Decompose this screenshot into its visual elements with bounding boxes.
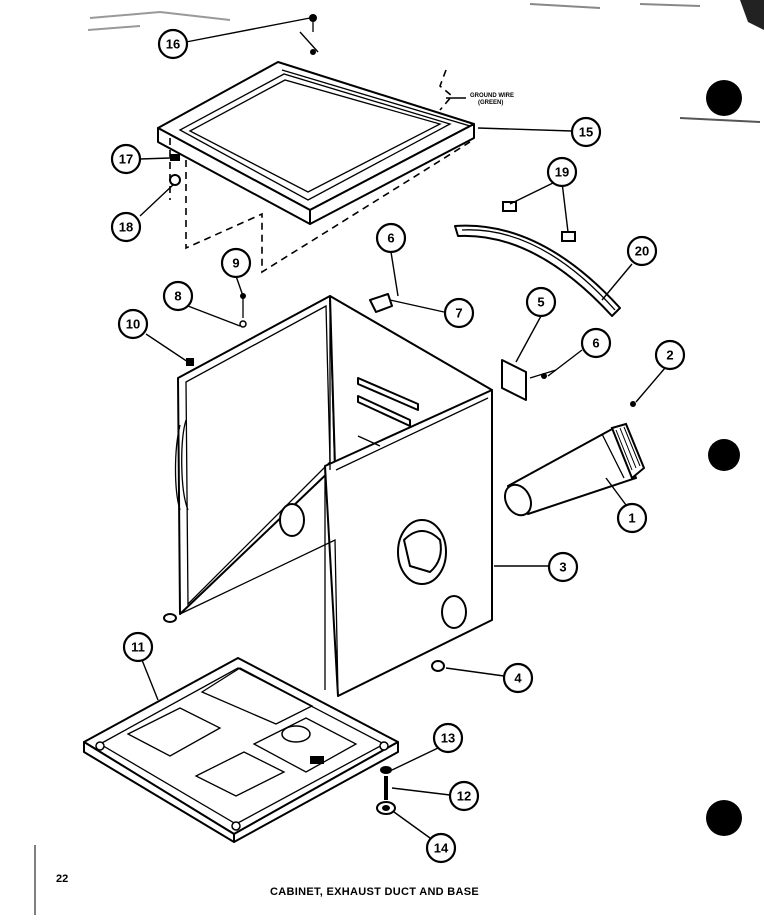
- pad-left: [502, 201, 517, 212]
- callout-9: 9: [220, 247, 252, 279]
- callout-12-label: 12: [457, 789, 471, 804]
- callout-3: 3: [547, 551, 579, 583]
- callout-20-label: 20: [635, 244, 649, 259]
- callout-9-label: 9: [232, 256, 239, 271]
- bracket-plate: [501, 359, 557, 401]
- callout-11: 11: [122, 631, 154, 663]
- callout-3-label: 3: [559, 560, 566, 575]
- binder-hole-bottom: [706, 800, 742, 836]
- callout-2: 2: [654, 339, 686, 371]
- callouts: 16 15 17 18 19 20 6 9 8 7 10 5 6 2 1 3 4…: [110, 28, 686, 864]
- callout-14-label: 14: [434, 841, 449, 856]
- base: [83, 657, 399, 843]
- clip-and-grommet: [169, 154, 181, 186]
- scan-artifacts: [34, 0, 764, 915]
- callout-17: 17: [110, 143, 142, 175]
- callout-11-label: 11: [131, 640, 145, 655]
- callout-7-label: 7: [455, 306, 462, 321]
- binder-hole-top: [706, 80, 742, 116]
- top-panel-screw: [309, 14, 317, 55]
- callout-15: 15: [570, 116, 602, 148]
- exhaust-duct: [504, 401, 646, 517]
- callout-13-label: 13: [441, 731, 455, 746]
- callout-2-label: 2: [666, 348, 673, 363]
- figure-caption: CABINET, EXHAUST DUCT AND BASE: [270, 886, 480, 898]
- callout-10-label: 10: [126, 317, 140, 332]
- callout-16-label: 16: [166, 37, 180, 52]
- callout-18: 18: [110, 211, 142, 243]
- callout-6-top: 6: [375, 222, 407, 254]
- callout-17-label: 17: [119, 152, 133, 167]
- callout-1-label: 1: [628, 511, 635, 526]
- callout-5: 5: [525, 286, 557, 318]
- callout-14: 14: [425, 832, 457, 864]
- leader-lines: [139, 17, 666, 839]
- cabinet: [163, 293, 493, 697]
- callout-8-label: 8: [174, 289, 181, 304]
- ground-wire-label-line2: (GREEN): [478, 100, 503, 106]
- callout-12: 12: [448, 780, 480, 812]
- callout-6-top-label: 6: [387, 231, 394, 246]
- callout-10: 10: [117, 308, 149, 340]
- leveling-leg: [376, 766, 396, 815]
- callout-5-label: 5: [537, 295, 544, 310]
- callout-8: 8: [162, 280, 194, 312]
- top-panel: [157, 61, 475, 225]
- alignment-dashes: [169, 69, 471, 274]
- callout-18-label: 18: [119, 220, 133, 235]
- callout-1: 1: [616, 502, 648, 534]
- pad-right: [561, 231, 576, 242]
- callout-4: 4: [502, 662, 534, 694]
- page-number: 22: [56, 873, 69, 885]
- callout-6-plate: 6: [580, 327, 612, 359]
- callout-20: 20: [626, 235, 658, 267]
- binder-hole-middle: [708, 439, 740, 471]
- callout-19-label: 19: [555, 165, 569, 180]
- front-brace: [454, 201, 621, 317]
- callout-4-label: 4: [514, 671, 522, 686]
- callout-13: 13: [432, 722, 464, 754]
- ground-wire-label: GROUND WIRE (GREEN): [446, 93, 514, 106]
- ground-wire-label-line1: GROUND WIRE: [470, 93, 514, 99]
- callout-19: 19: [546, 156, 578, 188]
- callout-6-plate-label: 6: [592, 336, 599, 351]
- callout-15-label: 15: [579, 125, 593, 140]
- callout-7: 7: [443, 297, 475, 329]
- callout-16: 16: [157, 28, 189, 60]
